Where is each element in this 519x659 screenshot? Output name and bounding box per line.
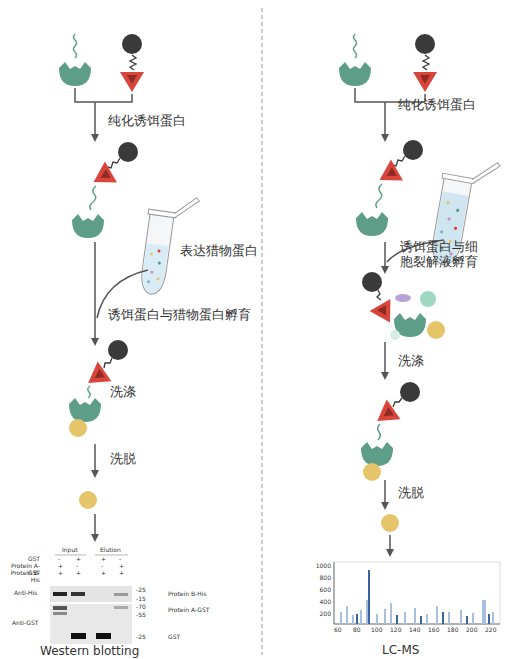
- blot-sign: -: [101, 563, 103, 570]
- blot-sign: +: [101, 556, 106, 563]
- blot-sign: +: [119, 570, 124, 577]
- step-label: 表达猎物蛋白: [180, 244, 258, 259]
- band-label: Protein B-His: [168, 591, 207, 598]
- axis-tick: 1000: [302, 563, 331, 570]
- blot-sign: +: [76, 570, 81, 577]
- antibody-label: Anti-GST: [12, 620, 38, 627]
- step-label: 纯化诱饵蛋白: [108, 114, 186, 129]
- axis-tick: 200: [466, 627, 477, 634]
- axis-tick: 160: [428, 627, 439, 634]
- step-label: 洗脱: [398, 486, 424, 501]
- step-label: 洗涤: [398, 354, 424, 369]
- step-label: 洗脱: [110, 452, 136, 467]
- blot-sign: +: [101, 570, 106, 577]
- marker-size: -70: [136, 604, 146, 611]
- band-label: GST: [168, 634, 180, 641]
- step-label: 诱饵蛋白与细 胞裂解液孵育: [400, 240, 482, 270]
- axis-tick: 400: [302, 599, 331, 606]
- band-label: Protein A-GST: [168, 607, 209, 614]
- blot-sign: +: [119, 563, 124, 570]
- axis-tick: 600: [302, 587, 331, 594]
- blot-row-label: Protein B-His: [2, 570, 40, 584]
- axis-tick: 140: [409, 627, 420, 634]
- blot-sign: +: [58, 570, 63, 577]
- blot-sign: -: [58, 556, 60, 563]
- blot-lane-label: Elution: [100, 547, 121, 554]
- panel-caption: Western blotting: [40, 645, 139, 659]
- axis-tick: 60: [334, 627, 342, 634]
- panel-caption: LC-MS: [382, 644, 419, 658]
- antibody-label: Anti-His: [14, 590, 37, 597]
- blot-sign: +: [76, 556, 81, 563]
- axis-tick: 200: [302, 611, 331, 618]
- step-label: 纯化诱饵蛋白: [398, 98, 476, 113]
- blot-sign: -: [76, 563, 78, 570]
- blot-lane-label: Input: [62, 547, 78, 554]
- blot-row-label: GST: [2, 556, 40, 563]
- axis-tick: 80: [353, 627, 361, 634]
- marker-size: -25: [136, 634, 146, 641]
- marker-size: -25: [136, 587, 146, 594]
- axis-tick: 100: [371, 627, 382, 634]
- marker-size: -55: [136, 612, 146, 619]
- blot-sign: +: [58, 563, 63, 570]
- axis-tick: 180: [447, 627, 458, 634]
- step-label: 诱饵蛋白与猎物蛋白孵育: [108, 308, 251, 323]
- step-label: 洗涤: [110, 385, 136, 400]
- axis-tick: 220: [485, 627, 496, 634]
- marker-size: -15: [136, 596, 146, 603]
- blot-sign: -: [119, 556, 121, 563]
- axis-tick: 120: [390, 627, 401, 634]
- axis-tick: 800: [302, 575, 331, 582]
